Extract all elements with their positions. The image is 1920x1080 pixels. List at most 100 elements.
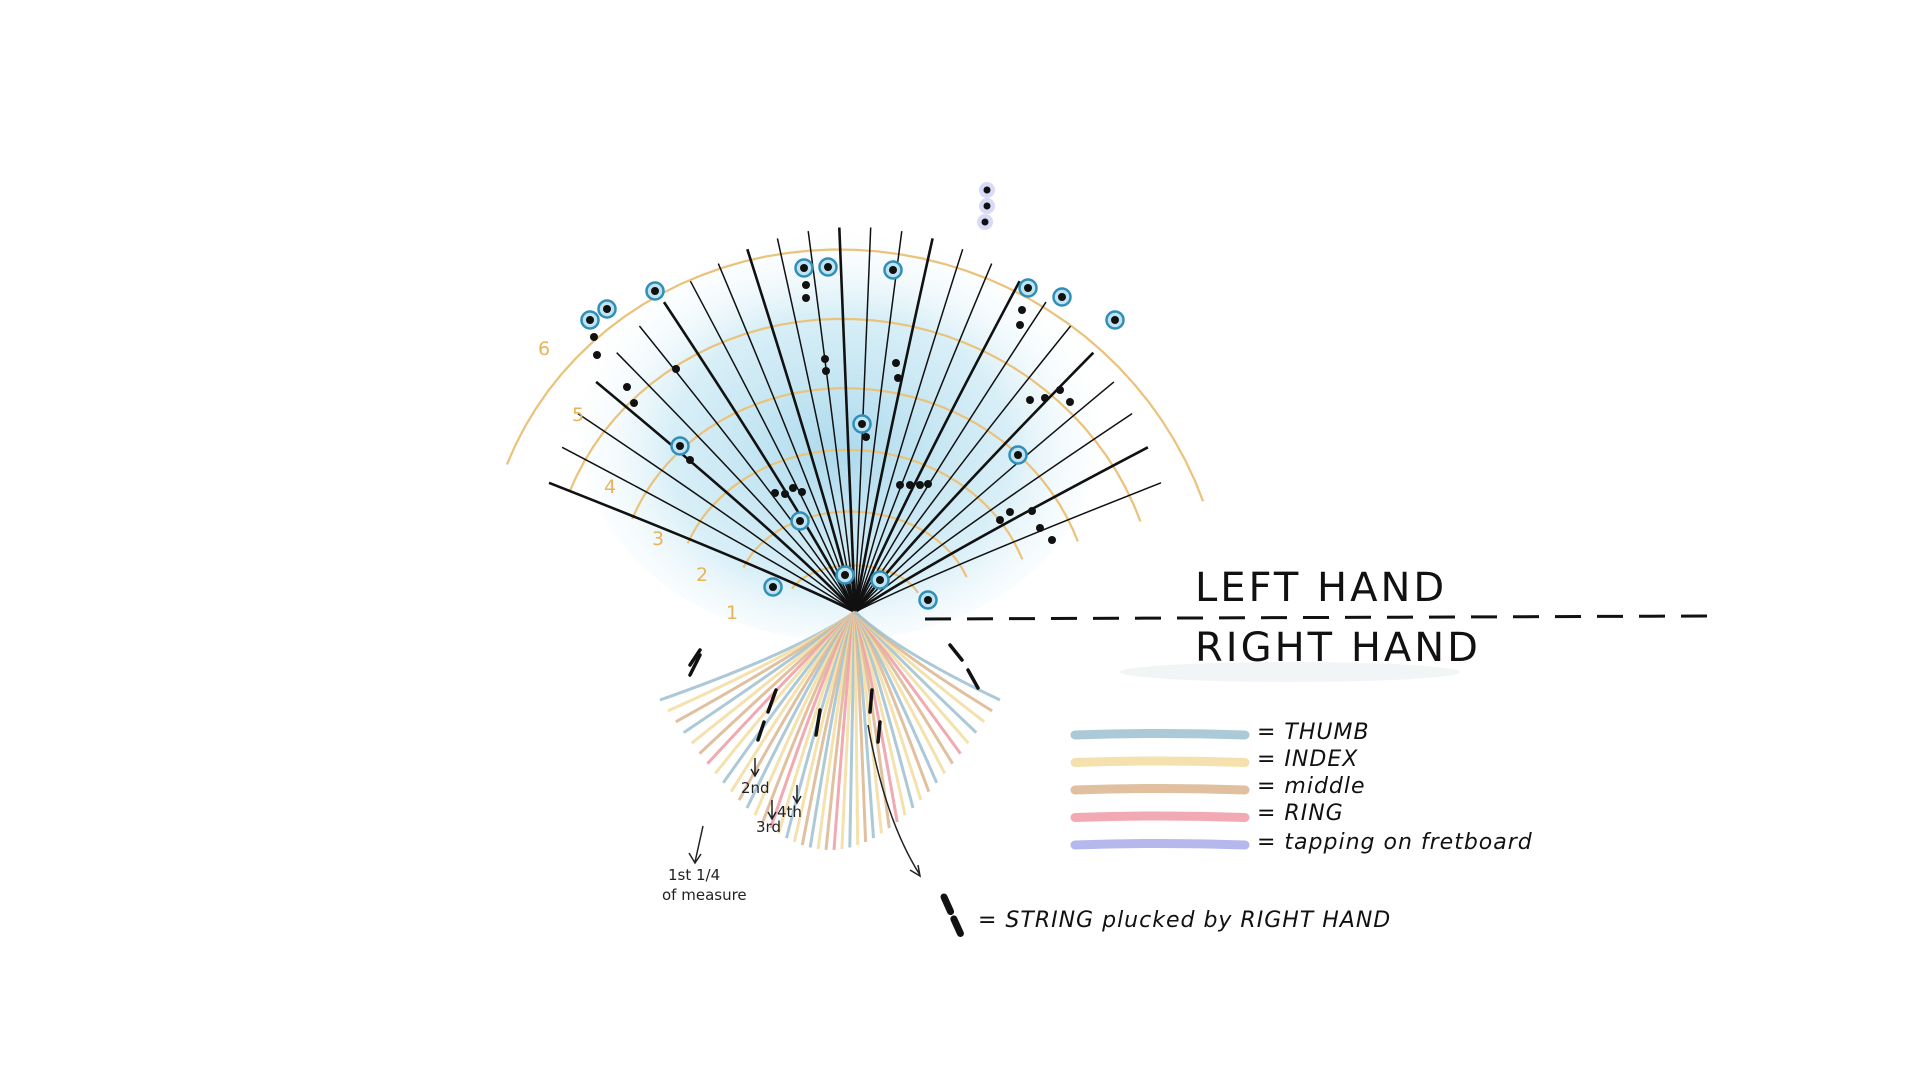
note-dot-13 — [1016, 321, 1024, 329]
fret-line-2 — [742, 510, 968, 578]
ringed-note-center-3 — [651, 287, 659, 295]
of-measure-note: of measure — [662, 886, 747, 904]
pluck-mark-5 — [868, 688, 874, 714]
hand-divider — [924, 614, 1711, 621]
legend-swatch-1 — [1070, 729, 1250, 740]
pluck-mark-6 — [876, 720, 882, 744]
legend-middle-label: = middle — [1257, 774, 1366, 799]
string-6 — [638, 325, 856, 613]
ringed-note-center-5 — [824, 263, 832, 271]
note-dot-16 — [1056, 386, 1064, 394]
ringed-note-center-7 — [1024, 284, 1032, 292]
string-4 — [595, 380, 856, 613]
string-5 — [616, 352, 856, 613]
third-note: 3rd — [756, 818, 781, 836]
note-dot-14 — [1026, 396, 1034, 404]
note-dot-24 — [924, 480, 932, 488]
string-17 — [854, 248, 964, 613]
tap-dot-2 — [983, 202, 991, 210]
tap-dot-3 — [981, 218, 989, 226]
arrow-third — [767, 800, 777, 821]
second-note: 2nd — [741, 779, 770, 797]
ringed-note-center-6 — [889, 266, 897, 274]
ringed-note-center-2 — [603, 305, 611, 313]
note-dot-30 — [686, 456, 694, 464]
note-dot-3 — [623, 383, 631, 391]
fret-line-6 — [505, 248, 1205, 502]
pluck-mark-4 — [814, 708, 822, 737]
fret-lines — [505, 248, 1205, 594]
ringed-note-center-15 — [924, 596, 932, 604]
note-dot-6 — [802, 281, 810, 289]
ringed-note-center-8 — [1058, 293, 1066, 301]
string-24 — [854, 412, 1133, 613]
note-dot-19 — [781, 490, 789, 498]
note-dot-27 — [1036, 524, 1044, 532]
pluck-legend-label: = STRING plucked by RIGHT HAND — [978, 908, 1392, 933]
note-dot-1 — [590, 333, 598, 341]
fret-number-6: 6 — [538, 338, 551, 360]
ringed-note-center-9 — [1111, 316, 1119, 324]
fret-number-3: 3 — [652, 528, 665, 550]
tapping-marks — [977, 182, 995, 230]
right-hand-label: RIGHT HAND — [1195, 625, 1481, 671]
legend-tapping-label: = tapping on fretboard — [1257, 830, 1533, 855]
right-hand-label-shadow — [1120, 662, 1460, 682]
annotation-arrows — [688, 724, 922, 878]
note-dot-31 — [996, 516, 1004, 524]
pluck-mark-3 — [756, 720, 766, 742]
note-dot-5 — [672, 365, 680, 373]
string-7 — [662, 301, 857, 613]
pluck-mark-8 — [966, 668, 980, 690]
note-dot-7 — [802, 294, 810, 302]
note-dot-22 — [906, 481, 914, 489]
note-dot-21 — [896, 481, 904, 489]
fourth-note: 4th — [777, 803, 802, 821]
string-26 — [854, 482, 1162, 613]
fret-number-2: 2 — [696, 564, 709, 586]
arrow-fourth — [792, 785, 802, 805]
note-dot-2 — [593, 351, 601, 359]
fret-number-1: 1 — [726, 602, 739, 624]
pluck-mark-7 — [948, 643, 964, 662]
string-16 — [853, 238, 934, 613]
arrow-long — [867, 724, 922, 878]
legend-index-label: = INDEX — [1257, 747, 1359, 772]
ringed-note-center-12 — [1014, 451, 1022, 459]
note-dots — [580, 257, 1125, 610]
string-20 — [854, 301, 1047, 613]
string-18 — [854, 263, 993, 613]
fret-line-1 — [791, 564, 919, 594]
string-15 — [854, 231, 903, 613]
note-dot-32 — [1006, 508, 1014, 516]
legend-swatch-2 — [1070, 756, 1250, 767]
right-hand-strokes — [659, 610, 1001, 851]
ringed-note-center-11 — [858, 420, 866, 428]
first-quarter-note: 1st 1/4 — [668, 866, 721, 884]
pluck-mark-2 — [766, 688, 778, 714]
left-hand-label: LEFT HAND — [1195, 565, 1448, 611]
note-dot-20 — [789, 484, 797, 492]
string-2 — [561, 446, 856, 613]
string-25 — [854, 446, 1149, 614]
tap-dot-1 — [983, 186, 991, 194]
legend-swatch-5 — [1070, 839, 1250, 850]
blue-glow — [580, 220, 1100, 640]
note-dot-17 — [1066, 398, 1074, 406]
string-3 — [577, 412, 856, 613]
ringed-note-center-13 — [796, 517, 804, 525]
pluck-marks — [688, 643, 980, 744]
note-dot-28 — [1048, 536, 1056, 544]
arrow-second — [750, 758, 760, 778]
note-dot-10 — [892, 359, 900, 367]
note-dot-4 — [630, 399, 638, 407]
fret-number-5: 5 — [572, 404, 585, 426]
note-dot-25 — [798, 488, 806, 496]
ringed-note-center-4 — [800, 264, 808, 272]
fret-line-5 — [568, 317, 1142, 522]
note-dot-26 — [1028, 507, 1036, 515]
note-dot-9 — [822, 367, 830, 375]
ringed-note-center-10 — [676, 442, 684, 450]
legend-thumb-label: = THUMB — [1257, 720, 1370, 745]
